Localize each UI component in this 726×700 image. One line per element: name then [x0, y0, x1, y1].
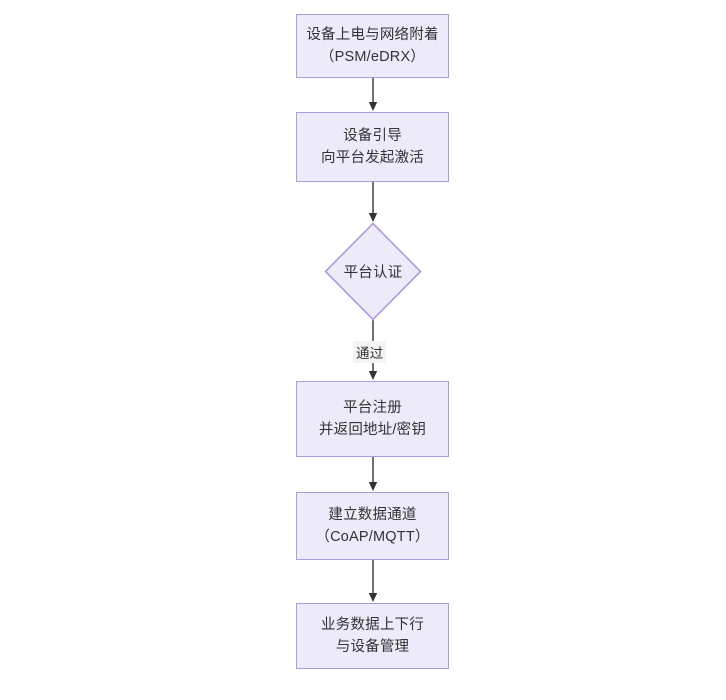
edge-n4-n5 [366, 457, 380, 492]
node-platform-register-line2: 并返回地址/密钥 [318, 422, 427, 438]
node-business-data-line1: 业务数据上下行 [321, 616, 424, 633]
node-device-bootstrap-line2: 向平台发起激活 [321, 150, 424, 166]
node-device-power-on-line1: 设备上电与网络附着 [306, 26, 439, 43]
edge-n2-n3 [366, 182, 380, 223]
node-data-channel-line1: 建立数据通道 [328, 506, 417, 523]
node-platform-register[interactable]: 平台注册 并返回地址/密钥 [296, 381, 449, 457]
node-data-channel-line2: （CoAP/MQTT） [315, 529, 430, 545]
diamond-shape [324, 222, 422, 321]
node-business-data[interactable]: 业务数据上下行 与设备管理 [296, 603, 449, 669]
edge-n1-n2 [366, 78, 380, 112]
edge-n5-n6 [366, 560, 380, 603]
node-platform-auth[interactable]: 平台认证 [324, 222, 422, 321]
node-device-power-on[interactable]: 设备上电与网络附着 （PSM/eDRX） [296, 14, 449, 78]
node-device-power-on-line2: （PSM/eDRX） [319, 49, 426, 65]
node-business-data-line2: 与设备管理 [335, 639, 410, 655]
node-device-bootstrap[interactable]: 设备引导 向平台发起激活 [296, 112, 449, 182]
node-data-channel[interactable]: 建立数据通道 （CoAP/MQTT） [296, 492, 449, 560]
node-platform-register-line1: 平台注册 [343, 399, 402, 416]
node-device-bootstrap-line1: 设备引导 [343, 127, 402, 144]
edge-label-pass: 通过 [353, 341, 387, 363]
